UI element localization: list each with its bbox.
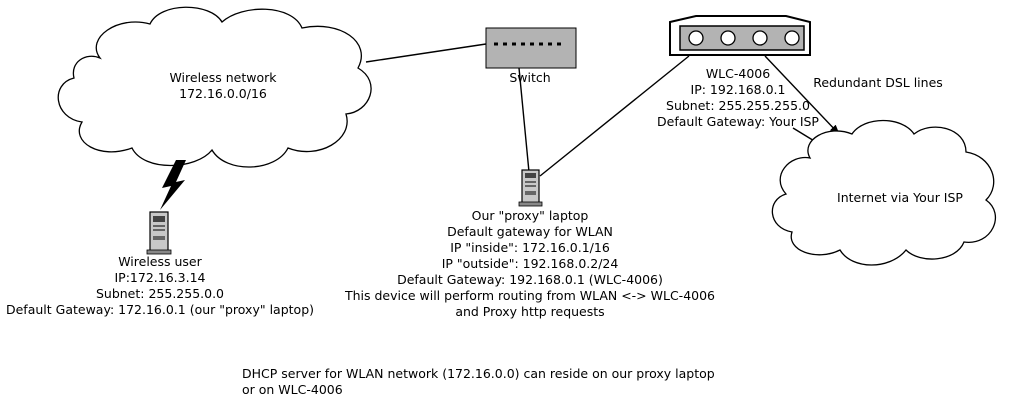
wireless-network-subnet: 172.16.0.0/16 <box>179 86 267 101</box>
wireless-network-cloud <box>57 6 372 168</box>
dsl-line-1 <box>764 55 840 135</box>
switch-label: Switch <box>509 70 550 85</box>
proxy-title: Our "proxy" laptop <box>472 208 589 223</box>
dhcp-note-line2: or on WLC-4006 <box>242 382 343 397</box>
wireless-user-computer-icon <box>146 211 172 255</box>
proxy-gateway: Default Gateway: 192.168.0.1 (WLC-4006) <box>397 272 663 287</box>
router-name: WLC-4006 <box>706 66 770 81</box>
proxy-routing-note: This device will perform routing from WL… <box>344 288 715 303</box>
wireless-network-name: Wireless network <box>169 70 277 85</box>
wireless-user-subnet: Subnet: 255.255.0.0 <box>96 286 224 301</box>
router-subnet: Subnet: 255.255.255.0 <box>666 98 810 113</box>
wireless-user-title: Wireless user <box>118 254 202 269</box>
internet-cloud <box>771 119 997 266</box>
link-proxy-router <box>539 55 690 177</box>
proxy-http-note: and Proxy http requests <box>455 304 604 319</box>
dsl-label: Redundant DSL lines <box>813 75 943 90</box>
link-switch-proxy <box>518 67 530 173</box>
switch-icon <box>485 27 577 69</box>
wireless-user-ip: IP:172.16.3.14 <box>115 270 206 285</box>
router-icon <box>669 15 811 56</box>
internet-label: Internet via Your ISP <box>837 190 963 205</box>
proxy-role: Default gateway for WLAN <box>447 224 613 239</box>
wireless-user-gateway: Default Gateway: 172.16.0.1 (our "proxy"… <box>6 302 314 317</box>
link-cloud-switch <box>365 43 487 63</box>
proxy-ip-outside: IP "outside": 192.168.0.2/24 <box>442 256 619 271</box>
router-gateway: Default Gateway: Your ISP <box>657 114 819 129</box>
dhcp-note-line1: DHCP server for WLAN network (172.16.0.0… <box>242 366 715 381</box>
wireless-link-icon <box>160 160 186 210</box>
proxy-ip-inside: IP "inside": 172.16.0.1/16 <box>450 240 610 255</box>
router-ip: IP: 192.168.0.1 <box>691 82 786 97</box>
proxy-computer-icon <box>518 169 543 207</box>
